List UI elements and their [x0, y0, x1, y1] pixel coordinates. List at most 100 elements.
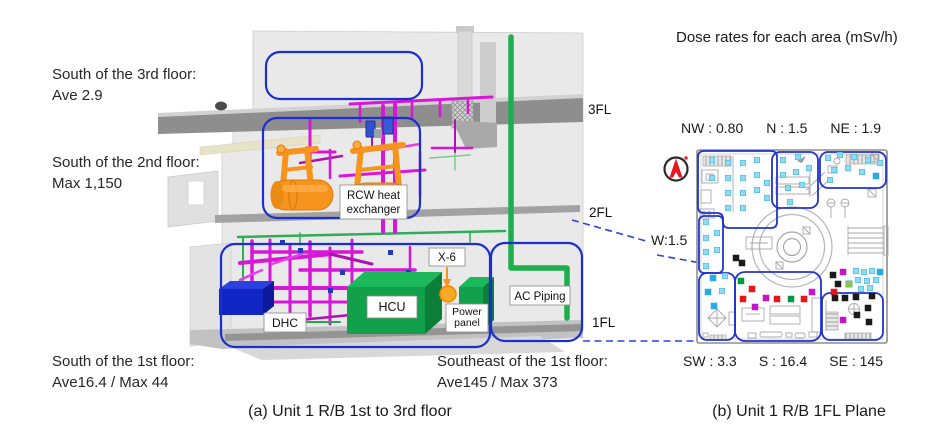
caption-panel-b: (b) Unit 1 R/B 1FL Plane — [712, 403, 886, 420]
annotation-title: South of the 3rd floor: — [52, 66, 197, 83]
dose-point-blue — [710, 302, 718, 310]
dose-point-cyan — [724, 159, 732, 167]
region-s — [734, 271, 822, 342]
region-1fl-southeast — [489, 241, 584, 343]
dose-sw: SW : 3.3 — [683, 353, 737, 369]
dose-point-cyan — [857, 285, 865, 293]
dose-w-label: W:1.5 — [651, 232, 688, 248]
power-panel-line1: Power — [452, 306, 482, 318]
dose-point-cyan — [724, 174, 732, 182]
dose-point-cyan — [753, 156, 761, 164]
plan-interior-details — [699, 153, 889, 341]
dose-point-cyan — [786, 198, 794, 206]
dose-point-black — [853, 311, 861, 319]
dose-point-cyan — [753, 171, 761, 179]
dose-point-cyan — [702, 234, 710, 242]
dhc-label-box — [263, 312, 307, 333]
dose-point-magenta — [762, 294, 770, 302]
dose-point-blue — [876, 268, 884, 276]
dose-point-cyan — [863, 277, 871, 285]
dose-point-cyan — [784, 184, 792, 192]
dose-point-blue — [709, 274, 717, 282]
power-panel-label-box — [445, 303, 489, 333]
dose-point-black — [831, 294, 839, 302]
dose-point-cyan — [708, 174, 716, 182]
dose-n: N : 1.5 — [766, 120, 808, 136]
dose-point-cyan — [713, 246, 721, 254]
dose-s: S : 16.4 — [758, 353, 808, 369]
dose-point-black — [732, 254, 740, 262]
dose-point-cyan — [824, 154, 832, 162]
ac-piping-label: AC Piping — [514, 291, 565, 303]
dose-row-south: SW : 3.3 S : 16.4 SE : 145 — [683, 353, 883, 369]
valve-manifold — [847, 225, 889, 256]
dose-point-cyan — [718, 287, 726, 295]
dose-point-cyan — [854, 276, 862, 284]
dose-point-magenta — [839, 316, 847, 324]
dose-point-cyan — [779, 156, 787, 164]
dose-point-cyan — [864, 156, 872, 164]
floor-plan — [696, 149, 889, 344]
rcw-label-line2: exchanger — [347, 204, 401, 216]
rcw-label-line1: RCW heat — [347, 190, 401, 202]
annotation-value: Max 1,150 — [52, 175, 123, 192]
region-se — [821, 292, 884, 341]
annotation-title: South of the 2nd floor: — [52, 154, 200, 171]
dose-point-cyan — [702, 218, 710, 226]
annotation-title: South of the 1st floor: — [52, 353, 195, 370]
north-compass-icon — [663, 156, 689, 182]
hcu-unit — [347, 272, 442, 334]
label-2fl: 2FL — [589, 205, 613, 220]
dose-points — [702, 151, 884, 326]
plan-dose-regions — [697, 150, 887, 342]
dhc-label: DHC — [272, 316, 298, 330]
dose-nw: NW : 0.80 — [681, 120, 744, 136]
dose-point-magenta — [808, 288, 816, 296]
dose-point-cyan — [850, 153, 858, 161]
dose-point-red — [739, 295, 747, 303]
dose-point-cyan — [721, 272, 729, 280]
dose-point-blue — [872, 172, 880, 180]
dose-point-cyan — [792, 168, 800, 176]
caption-panel-a: (a) Unit 1 R/B 1st to 3rd floor — [248, 403, 452, 420]
region-3fl-south — [264, 50, 424, 101]
dose-point-black — [868, 292, 876, 300]
dose-point-cyan — [724, 189, 732, 197]
hcu-label-box — [366, 295, 418, 319]
x6-label-box — [428, 247, 466, 267]
dose-point-cyan — [852, 267, 860, 275]
dose-point-cyan — [866, 284, 874, 292]
dose-point-cyan — [724, 204, 732, 212]
dose-point-cyan — [702, 248, 710, 256]
dose-point-blue — [704, 288, 712, 296]
dose-point-cyan — [826, 176, 834, 184]
dose-point-cyan — [753, 186, 761, 194]
region-ne — [819, 151, 887, 189]
dose-point-cyan — [868, 267, 876, 275]
dose-point-black — [738, 259, 746, 267]
dose-point-cyan — [739, 189, 747, 197]
dose-point-cyan — [702, 262, 710, 270]
dose-point-cyan — [876, 159, 884, 167]
dose-point-green — [737, 277, 745, 285]
dose-point-cyan — [836, 151, 844, 159]
containment-circles — [751, 206, 833, 288]
callout-labels: RCW heat exchanger X-6 Power panel DHC H… — [263, 184, 571, 333]
dose-point-green — [787, 295, 795, 303]
dose-point-black — [864, 304, 872, 312]
dose-point-cyan — [844, 164, 852, 172]
dose-rates-title: Dose rates for each area (mSv/h) — [676, 29, 898, 46]
dose-point-cyan — [779, 171, 787, 179]
annotation-value: Ave145 / Max 373 — [437, 374, 558, 391]
dose-point-cyan — [805, 164, 813, 172]
dose-point-cyan — [860, 268, 868, 276]
dose-point-cyan — [798, 181, 806, 189]
dose-ne: NE : 1.9 — [830, 120, 881, 136]
dose-point-black — [852, 293, 860, 301]
dhc-unit — [219, 281, 274, 315]
annotation-title: Southeast of the 1st floor: — [437, 353, 608, 370]
annotation-south-3rd: South of the 3rd floor: Ave 2.9 — [52, 64, 196, 106]
dose-point-cyan — [830, 166, 838, 174]
dose-point-cyan — [794, 153, 802, 161]
